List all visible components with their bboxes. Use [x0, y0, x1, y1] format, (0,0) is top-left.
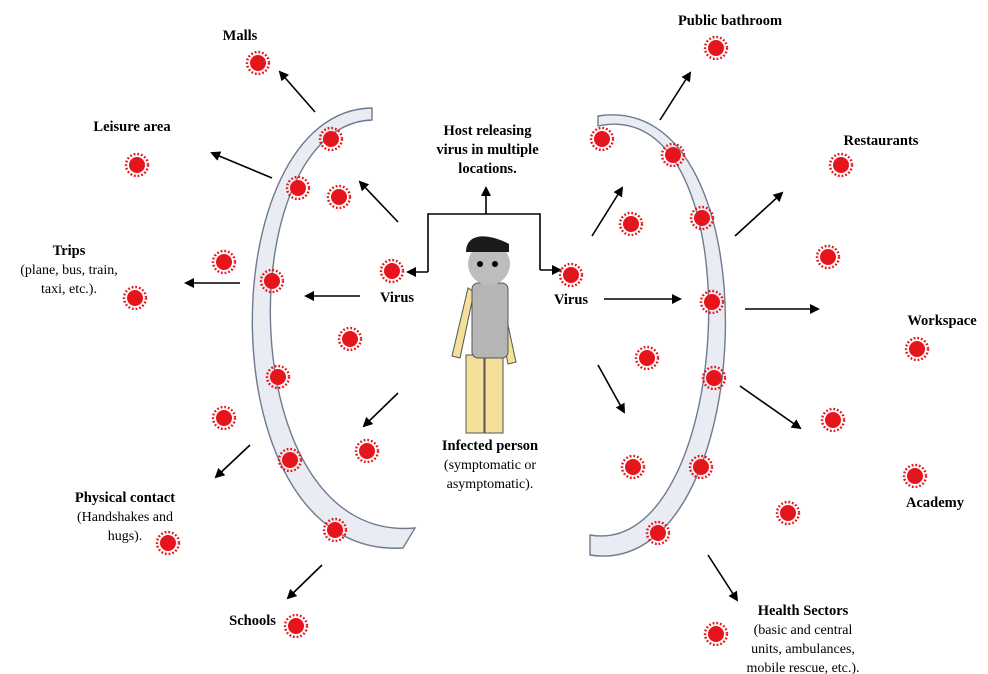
health-title: Health Sectors: [757, 603, 849, 619]
infected-title: Infected person: [441, 438, 539, 454]
label-health-sectors: Health Sectors (basic and central units,…: [728, 602, 878, 674]
infected-person-figure: [451, 236, 517, 434]
virus-particle-icon: [124, 152, 150, 178]
infected-detail-line1: (symptomatic or: [443, 458, 537, 473]
label-physical-contact: Physical contact (Handshakes and hugs).: [55, 489, 195, 546]
label-leisure-area: Leisure area: [72, 118, 192, 137]
arrow-health: [707, 554, 739, 602]
leisure-title: Leisure area: [93, 119, 171, 135]
virus-particle-icon: [902, 463, 928, 489]
contact-detail-line1: (Handshakes and: [76, 510, 174, 525]
arrow-malls: [278, 70, 316, 113]
virus-particle-icon: [354, 438, 380, 464]
virus-particle-icon: [815, 244, 841, 270]
virus-particle-icon: [703, 621, 729, 647]
arrow-inner-down-right: [597, 364, 625, 414]
label-host-releasing: Host releasing virus in multiple locatio…: [415, 122, 560, 179]
restaurants-title: Restaurants: [843, 133, 919, 149]
trips-detail-line2: taxi, etc.).: [41, 282, 97, 297]
virus-particle-icon: [820, 407, 846, 433]
health-detail-line2: units, ambulances,: [751, 642, 855, 657]
virus-particle-icon: [379, 258, 405, 284]
left-eye: [477, 261, 483, 267]
virus-particle-icon: [337, 326, 363, 352]
right-eye: [492, 261, 498, 267]
health-detail-line1: (basic and central: [753, 623, 853, 638]
arrow-schools: [286, 564, 323, 600]
arrow-bathroom: [659, 71, 692, 121]
virus-particle-icon: [589, 126, 615, 152]
virus-particle-icon: [703, 35, 729, 61]
left-barrier: [251, 107, 417, 549]
label-restaurants: Restaurants: [826, 132, 936, 151]
host-line2: virus in multiple: [436, 142, 539, 158]
label-academy: Academy: [895, 494, 975, 513]
host-bracket: [406, 186, 562, 277]
torso: [471, 282, 509, 359]
virus-particle-icon: [634, 345, 660, 371]
label-virus-right: Virus: [553, 292, 589, 308]
right-leg: [484, 354, 504, 434]
left-arm: [451, 287, 475, 359]
host-line1: Host releasing: [443, 123, 532, 139]
arrow-contact: [214, 444, 251, 479]
label-workspace: Workspace: [897, 312, 987, 331]
head: [468, 243, 510, 285]
hat: [466, 236, 509, 252]
arrow-inner-down-left: [362, 392, 399, 428]
arrow-leisure: [210, 151, 273, 179]
virus-particle-icon: [326, 184, 352, 210]
academy-title: Academy: [906, 495, 964, 511]
label-infected-person: Infected person (symptomatic or asymptom…: [425, 437, 555, 494]
workspace-title: Workspace: [907, 313, 977, 329]
left-leg: [465, 354, 485, 434]
virus-particle-icon: [211, 405, 237, 431]
arrow-inner-up-right: [591, 186, 624, 237]
virus-particle-icon: [245, 50, 271, 76]
host-line3: locations.: [458, 161, 517, 177]
label-virus-left: Virus: [379, 290, 415, 306]
trips-detail-line1: (plane, bus, train,: [20, 263, 118, 278]
virus-particle-icon: [211, 249, 237, 275]
label-public-bathroom: Public bathroom: [660, 12, 800, 31]
label-schools: Schools: [215, 612, 290, 631]
spread-arrows: [184, 70, 820, 602]
virus-particle-icon: [689, 205, 715, 231]
virus-particle-icon: [558, 262, 584, 288]
virus-particle-icon: [699, 289, 725, 315]
label-trips: Trips (plane, bus, train, taxi, etc.).: [4, 242, 134, 299]
virus-particle-icon: [904, 336, 930, 362]
virus-particle-icon: [775, 500, 801, 526]
virus-particle-icon: [618, 211, 644, 237]
bathroom-title: Public bathroom: [677, 13, 783, 29]
virus-particle-icon: [828, 152, 854, 178]
label-malls: Malls: [215, 27, 265, 46]
trips-title: Trips: [52, 243, 86, 259]
arrow-academy: [739, 385, 802, 430]
arrow-restaurants: [734, 191, 784, 237]
schools-title: Schools: [229, 613, 276, 629]
arrow-inner-up-left: [358, 180, 399, 223]
contact-title: Physical contact: [74, 490, 176, 506]
malls-title: Malls: [222, 28, 258, 44]
right-barrier: [589, 114, 727, 557]
virus-particle-icon: [620, 454, 646, 480]
infected-detail-line2: asymptomatic).: [446, 477, 534, 492]
contact-detail-line2: hugs).: [107, 529, 143, 544]
health-detail-line3: mobile rescue, etc.).: [746, 661, 860, 674]
